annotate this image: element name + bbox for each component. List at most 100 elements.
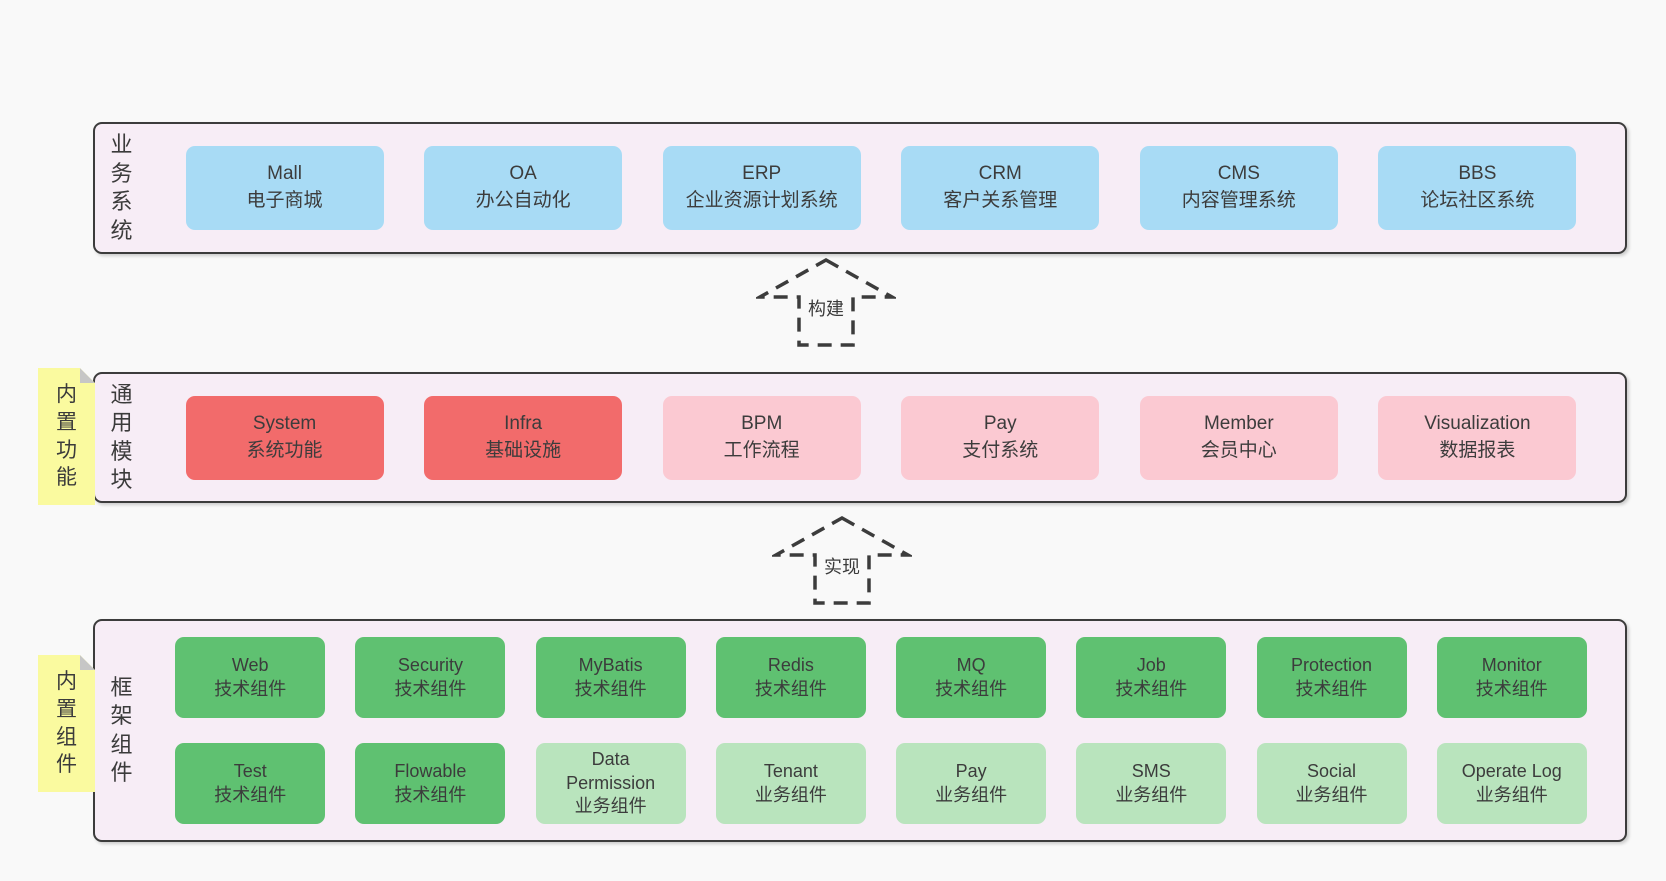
box-desc: 内容管理系统 (1181, 190, 1296, 211)
up-block-arrow-icon (772, 515, 912, 605)
box-name: CMS (1217, 163, 1260, 185)
box-name: Social (1307, 760, 1357, 781)
box-desc: 业务组件 (754, 784, 827, 805)
box-desc: 办公自动化 (475, 190, 571, 211)
box-desc: 业务组件 (1115, 784, 1188, 805)
box-name: BBS (1458, 163, 1497, 185)
box-social: Social 业务组件 (1256, 743, 1407, 824)
box-name: Job (1136, 654, 1166, 675)
box-name: Flowable (394, 760, 467, 781)
box-infra: Infra 基础设施 (424, 395, 623, 480)
box-name: ERP (742, 163, 782, 185)
box-desc: 工作流程 (723, 439, 800, 461)
common-modules-label: 通用模块 (110, 381, 133, 493)
box-desc: 数据报表 (1439, 439, 1516, 461)
box-name: CRM (978, 163, 1022, 185)
box-cms: CMS 内容管理系统 (1139, 146, 1338, 230)
box-desc: 技术组件 (214, 678, 287, 699)
box-name: OA (509, 163, 537, 185)
box-web: Web 技术组件 (175, 637, 326, 718)
box-erp: ERP 企业资源计划系统 (662, 146, 861, 230)
sticky-tab-label: 内置功能 (56, 382, 77, 490)
framework-components-boxes: Web 技术组件 Security 技术组件 MyBatis 技术组件 Redi… (145, 621, 1617, 840)
box-desc: 技术组件 (1475, 678, 1548, 699)
box-name: Member (1203, 412, 1274, 434)
box-name: Test (233, 760, 267, 781)
box-name: Visualization (1424, 412, 1531, 434)
box-name: Tenant (763, 760, 818, 781)
box-monitor: Monitor 技术组件 (1436, 637, 1587, 718)
box-security: Security 技术组件 (355, 637, 506, 718)
built-in-components-sticky-tab: 内置组件 (38, 655, 95, 792)
box-crm: CRM 客户关系管理 (901, 146, 1100, 230)
box-name: Pay (955, 760, 987, 781)
build-arrow-label: 构建 (804, 294, 848, 322)
up-block-arrow-icon (756, 257, 896, 347)
built-in-features-sticky-tab: 内置功能 (38, 368, 95, 505)
business-systems-label: 业务系统 (110, 131, 133, 243)
box-job: Job 技术组件 (1076, 637, 1227, 718)
components-row-2: Test 技术组件 Flowable 技术组件 Data Permission … (145, 743, 1617, 824)
box-name: MyBatis (578, 654, 643, 675)
box-desc: 电子商城 (246, 190, 323, 211)
box-desc: 技术组件 (1115, 678, 1188, 699)
box-test: Test 技术组件 (175, 743, 326, 824)
box-name: Infra (504, 412, 543, 434)
box-name: Protection (1291, 654, 1373, 675)
box-data-permission: Data Permission 业务组件 (535, 743, 686, 824)
box-desc: 业务组件 (574, 796, 647, 817)
box-desc: 企业资源计划系统 (685, 190, 838, 211)
box-sms: SMS 业务组件 (1076, 743, 1227, 824)
build-arrow-icon: 构建 (756, 257, 896, 349)
box-name: Mall (267, 163, 302, 185)
box-bbs: BBS 论坛社区系统 (1378, 146, 1577, 230)
box-protection: Protection 技术组件 (1256, 637, 1407, 718)
box-name: Data Permission (566, 748, 656, 793)
box-desc: 基础设施 (485, 439, 562, 461)
box-pay-module: Pay 支付系统 (901, 395, 1100, 480)
box-oa: OA 办公自动化 (424, 146, 623, 230)
box-name: Security (397, 654, 463, 675)
box-bpm: BPM 工作流程 (662, 395, 861, 480)
box-mq: MQ 技术组件 (896, 637, 1047, 718)
box-system: System 系统功能 (185, 395, 384, 480)
framework-components-label: 框架组件 (110, 674, 133, 786)
box-desc: 业务组件 (1475, 784, 1548, 805)
box-name: SMS (1131, 760, 1171, 781)
framework-components-layer: 框架组件 Web 技术组件 Security 技术组件 MyBatis 技术组件… (93, 619, 1627, 842)
implement-arrow-icon: 实现 (772, 515, 912, 607)
box-name: Web (231, 654, 269, 675)
implement-arrow-label: 实现 (820, 552, 864, 580)
box-mybatis: MyBatis 技术组件 (535, 637, 686, 718)
box-name: BPM (741, 412, 783, 434)
box-name: Redis (767, 654, 814, 675)
box-desc: 业务组件 (1295, 784, 1368, 805)
box-redis: Redis 技术组件 (715, 637, 866, 718)
box-desc: 技术组件 (214, 784, 287, 805)
box-pay-component: Pay 业务组件 (896, 743, 1047, 824)
sticky-tab-label: 内置组件 (56, 669, 77, 777)
box-operate-log: Operate Log 业务组件 (1436, 743, 1587, 824)
box-desc: 论坛社区系统 (1420, 190, 1535, 211)
box-desc: 系统功能 (246, 439, 323, 461)
business-systems-layer: 业务系统 Mall 电子商城 OA 办公自动化 ERP 企业资源计划系统 CRM… (93, 122, 1627, 254)
box-name: Pay (983, 412, 1017, 434)
box-desc: 技术组件 (1295, 678, 1368, 699)
box-tenant: Tenant 业务组件 (715, 743, 866, 824)
box-flowable: Flowable 技术组件 (355, 743, 506, 824)
box-name: Monitor (1481, 654, 1542, 675)
box-mall: Mall 电子商城 (185, 146, 384, 230)
business-systems-boxes: Mall 电子商城 OA 办公自动化 ERP 企业资源计划系统 CRM 客户关系… (145, 124, 1617, 252)
box-visualization: Visualization 数据报表 (1378, 395, 1577, 480)
components-row-1: Web 技术组件 Security 技术组件 MyBatis 技术组件 Redi… (145, 637, 1617, 718)
box-name: MQ (956, 654, 986, 675)
box-desc: 技术组件 (394, 784, 467, 805)
common-modules-layer: 通用模块 System 系统功能 Infra 基础设施 BPM 工作流程 Pay… (93, 372, 1627, 503)
folded-corner-icon (80, 368, 95, 383)
common-modules-boxes: System 系统功能 Infra 基础设施 BPM 工作流程 Pay 支付系统… (145, 374, 1617, 501)
box-desc: 会员中心 (1200, 439, 1277, 461)
box-desc: 技术组件 (935, 678, 1008, 699)
box-desc: 技术组件 (754, 678, 827, 699)
box-desc: 技术组件 (394, 678, 467, 699)
